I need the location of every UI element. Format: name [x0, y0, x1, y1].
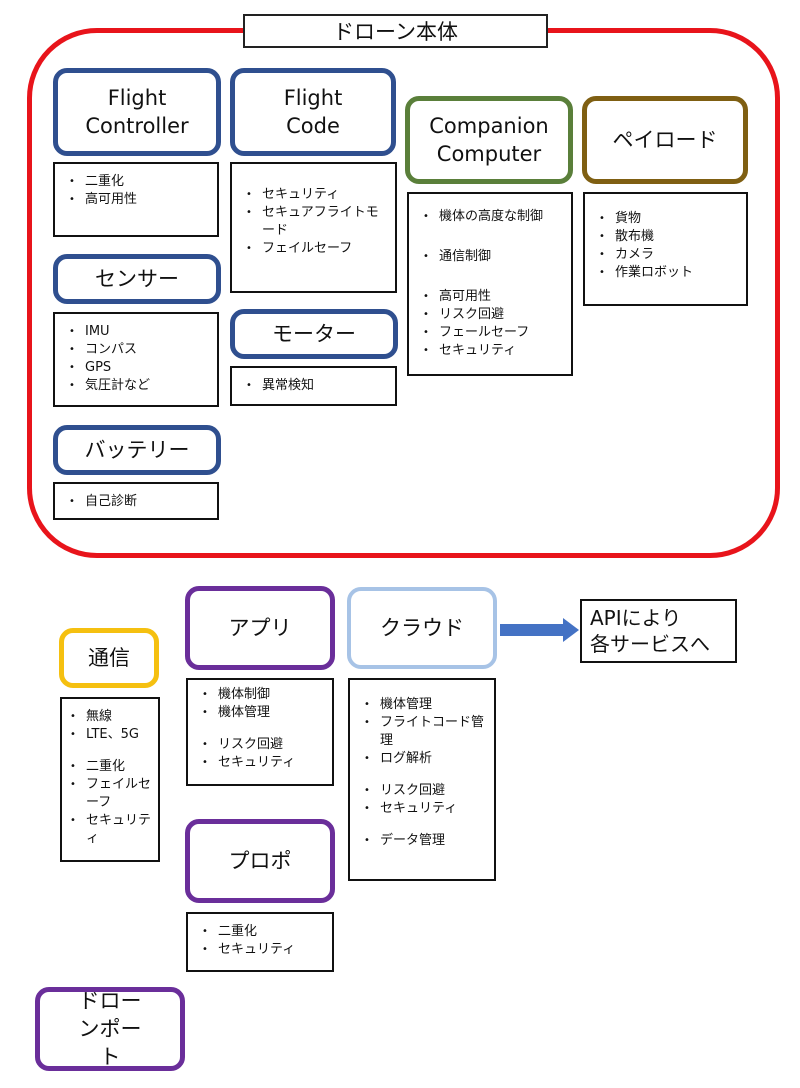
list-item: フェイルセーフ — [70, 776, 154, 812]
list-item: 作業ロボット — [599, 264, 738, 282]
drone-port-label: ドローンポート — [78, 989, 142, 1069]
list-item: 貨物 — [599, 210, 738, 228]
cloud-label: クラウド — [380, 616, 464, 640]
list-item: セキュリティ — [246, 186, 387, 204]
list-item: 無線 — [70, 708, 154, 726]
list-item: リスク回避 — [364, 782, 486, 800]
list-item: フライトコード管理 — [364, 714, 486, 750]
sensor-label: センサー — [95, 267, 179, 291]
propo-list: 二重化 セキュリティ — [186, 912, 334, 972]
api-line-1: APIにより — [590, 606, 682, 630]
list-item: セキュリティ — [202, 941, 324, 959]
list-item: コンパス — [69, 341, 209, 359]
list-item: 機体管理 — [364, 696, 486, 714]
flight-controller-label: Flight Controller — [85, 86, 189, 138]
list-item: LTE、5G — [70, 726, 154, 744]
flight-controller-box: Flight Controller — [53, 68, 221, 156]
arrow-right-icon — [563, 618, 579, 642]
list-item: 機体管理 — [202, 704, 324, 722]
list-item: 高可用性 — [423, 288, 563, 306]
payload-label: ペイロード — [612, 128, 718, 152]
list-item: 散布機 — [599, 228, 738, 246]
app-box: アプリ — [185, 586, 335, 670]
propo-box: プロポ — [185, 819, 335, 903]
list-item: カメラ — [599, 246, 738, 264]
list-item: セキュリティ — [364, 800, 486, 818]
flight-code-box: Flight Code — [230, 68, 396, 156]
list-item: 気圧計など — [69, 377, 209, 395]
sensor-list: IMU コンパス GPS 気圧計など — [53, 312, 219, 407]
list-item: 自己診断 — [69, 493, 209, 511]
communication-list: 無線 LTE、5G 二重化 フェイルセーフ セキュリティ — [60, 697, 160, 862]
list-item: フェールセーフ — [423, 324, 563, 342]
motor-list: 異常検知 — [230, 366, 397, 406]
communication-label: 通信 — [88, 646, 130, 670]
payload-box: ペイロード — [582, 96, 748, 184]
list-item: セキュアフライトモード — [246, 204, 388, 240]
flight-code-list: セキュリティ セキュアフライトモード フェイルセーフ — [230, 162, 397, 293]
list-item: 通信制御 — [423, 248, 563, 266]
list-item: 高可用性 — [69, 191, 209, 209]
api-line-2: 各サービスへ — [590, 632, 710, 656]
list-item: 機体制御 — [202, 686, 324, 704]
battery-list: 自己診断 — [53, 482, 219, 520]
app-list: 機体制御 機体管理 リスク回避 セキュリティ — [186, 678, 334, 786]
list-item: セキュリティ — [423, 342, 563, 360]
drone-port-box: ドローンポート — [35, 987, 185, 1071]
flight-controller-list: 二重化 高可用性 — [53, 162, 219, 237]
list-item: セキュリティ — [70, 812, 154, 848]
communication-box: 通信 — [59, 628, 159, 688]
list-item: 二重化 — [202, 923, 324, 941]
list-item: セキュリティ — [202, 754, 324, 772]
list-item: 二重化 — [69, 173, 209, 191]
list-item: 二重化 — [70, 758, 154, 776]
companion-computer-label: Companion Computer — [429, 114, 549, 166]
payload-list: 貨物 散布機 カメラ 作業ロボット — [583, 192, 748, 306]
companion-computer-list: 機体の高度な制御 通信制御 高可用性 リスク回避 フェールセーフ セキュリティ — [407, 192, 573, 376]
list-item: IMU — [69, 323, 209, 341]
drone-body-title: ドローン本体 — [243, 14, 548, 48]
list-item: ログ解析 — [364, 750, 486, 768]
list-item: データ管理 — [364, 832, 486, 850]
list-item: リスク回避 — [423, 306, 563, 324]
companion-computer-box: Companion Computer — [405, 96, 573, 184]
arrow-shaft — [500, 624, 564, 636]
list-item: 異常検知 — [246, 377, 387, 395]
motor-label: モーター — [272, 322, 356, 346]
cloud-box: クラウド — [347, 587, 497, 669]
sensor-box: センサー — [53, 254, 221, 304]
list-item: リスク回避 — [202, 736, 324, 754]
list-item: GPS — [69, 359, 209, 377]
list-item: 機体の高度な制御 — [423, 208, 563, 226]
cloud-list: 機体管理 フライトコード管理 ログ解析 リスク回避 セキュリティ データ管理 — [348, 678, 496, 881]
flight-code-label: Flight Code — [283, 86, 343, 138]
motor-box: モーター — [230, 309, 398, 359]
propo-label: プロポ — [228, 849, 292, 873]
api-box: APIにより 各サービスへ — [580, 599, 737, 663]
app-label: アプリ — [228, 616, 292, 640]
battery-box: バッテリー — [53, 425, 221, 475]
battery-label: バッテリー — [84, 438, 190, 462]
list-item: フェイルセーフ — [246, 240, 387, 258]
